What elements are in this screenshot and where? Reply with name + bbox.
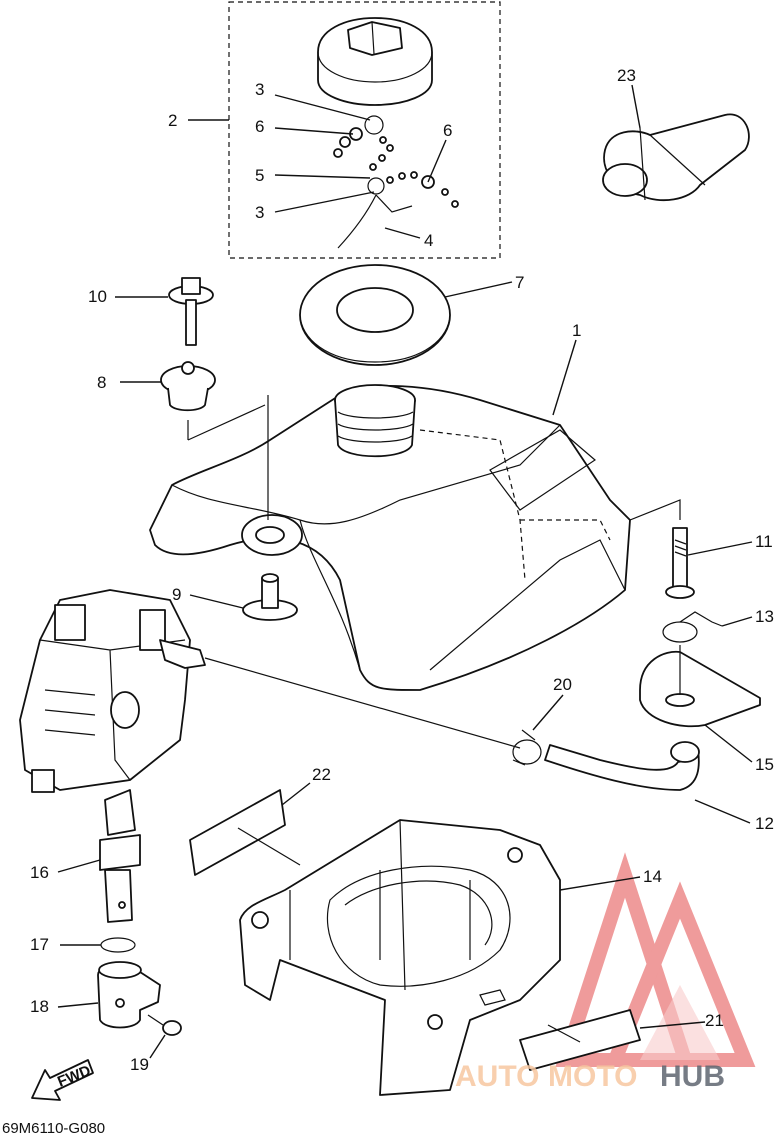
part-18-joint xyxy=(97,961,161,1029)
callout-10: 10 xyxy=(88,287,107,306)
callout-4: 4 xyxy=(424,231,433,250)
part-8-grommet xyxy=(160,361,216,412)
callout-1: 1 xyxy=(572,321,581,340)
callout-17: 17 xyxy=(30,935,49,954)
fuel-line-guide xyxy=(204,657,521,749)
fuel-cap xyxy=(317,17,433,106)
part-9-collar xyxy=(242,573,298,621)
fwd-arrow-icon: FWD xyxy=(31,1059,94,1101)
callout-12: 12 xyxy=(755,814,774,833)
assembly-line-8 xyxy=(187,395,269,520)
part-11-strainer xyxy=(629,499,695,599)
retainer-chain xyxy=(333,115,459,249)
callout-3-top: 3 xyxy=(255,80,264,99)
part-16-fuel-cock xyxy=(99,789,141,923)
watermark-part1: AUTO xyxy=(455,1060,539,1093)
callout-16: 16 xyxy=(30,863,49,882)
leader-lines xyxy=(57,84,753,1059)
callout-20: 20 xyxy=(553,675,572,694)
watermark-part3: HUB xyxy=(660,1060,725,1093)
callout-11: 11 xyxy=(755,532,773,551)
callout-22: 22 xyxy=(312,765,331,784)
part-17-o-ring xyxy=(100,937,136,953)
fwd-label: FWD xyxy=(55,1062,93,1091)
callout-13: 13 xyxy=(755,607,774,626)
part-12-fuel-hose xyxy=(544,741,700,791)
callout-18: 18 xyxy=(30,997,49,1016)
cap-assembly-box xyxy=(228,1,501,259)
drawing-code: 69M6110-G080 xyxy=(2,1120,105,1137)
part-20-clip xyxy=(512,729,542,766)
callout-6-left: 6 xyxy=(255,117,264,136)
part-7-gasket xyxy=(299,264,451,366)
callout-21: 21 xyxy=(705,1011,724,1030)
callout-8: 8 xyxy=(97,373,106,392)
callout-15: 15 xyxy=(755,755,774,774)
callout-19: 19 xyxy=(130,1055,149,1074)
callout-14: 14 xyxy=(643,867,662,886)
part-19-screw xyxy=(147,1014,182,1036)
callout-6-right: 6 xyxy=(443,121,452,140)
part-14-bottom-cowling xyxy=(239,819,561,1096)
callout-7: 7 xyxy=(515,273,524,292)
carburetor xyxy=(19,589,206,793)
part-1-fuel-tank xyxy=(149,384,631,691)
callout-23: 23 xyxy=(617,66,636,85)
part-13-clip xyxy=(662,611,723,643)
part-15-bracket xyxy=(639,645,761,728)
callout-2: 2 xyxy=(168,111,177,130)
watermark-logo xyxy=(555,852,756,1067)
callout-5: 5 xyxy=(255,166,264,185)
watermark-part2: MOTO xyxy=(548,1060,637,1093)
callout-9: 9 xyxy=(172,585,181,604)
part-23-joint xyxy=(602,113,750,202)
watermark-text: AUTO MOTO HUB xyxy=(455,1060,725,1093)
part-10-bolt xyxy=(168,277,214,346)
callout-3-bottom: 3 xyxy=(255,203,264,222)
part-21-label xyxy=(519,1009,641,1071)
part-22-label xyxy=(189,789,301,876)
